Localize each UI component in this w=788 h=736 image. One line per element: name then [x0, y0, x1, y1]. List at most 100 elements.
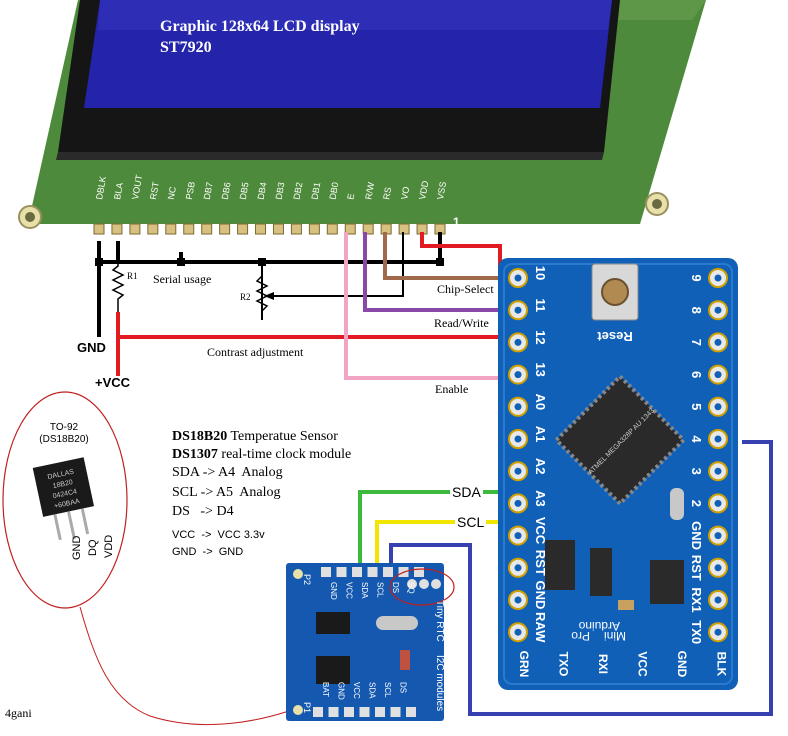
rtc-top-pin — [321, 567, 331, 577]
lcd-pin — [219, 223, 231, 235]
arduino-left-pin-label: 11 — [533, 298, 548, 312]
rtc-bottom-pin-label: BAT — [321, 682, 330, 697]
contrast-adjustment-label: Contrast adjustment — [207, 345, 304, 359]
arduino-left-pin-label: GND — [533, 581, 548, 610]
notes-line-1: DS18B20 Temperatue Sensor — [172, 429, 338, 445]
lcd-pin — [344, 223, 356, 235]
rtc-top-pin-label: SDA — [360, 582, 369, 599]
rtc-top-pin — [336, 567, 347, 577]
lcd-pin-label: DB0 — [327, 181, 340, 200]
lcd-pin — [255, 223, 267, 235]
lcd-pin — [272, 223, 284, 235]
lcd-pin-label: VDD — [417, 179, 430, 200]
arduino-bottom-pin-label: RXI — [596, 654, 610, 674]
wire-read-write — [363, 232, 512, 312]
notes-rtc-desc: real-time clock module — [217, 447, 352, 462]
sensor-pin-dq: DQ — [87, 539, 99, 556]
enable-label: Enable — [435, 382, 469, 396]
lcd-pin — [290, 223, 302, 235]
lcd-pin — [398, 223, 410, 235]
lcd-pin — [201, 223, 213, 235]
rtc-bottom-pin-label: SCL — [383, 682, 392, 698]
lcd-pin-label: DB7 — [202, 181, 215, 200]
lcd-pin — [183, 223, 195, 235]
arduino-right-pin-label: 9 — [689, 274, 704, 281]
lcd-pin — [147, 223, 159, 235]
lcd-pin-label: RS — [381, 186, 393, 200]
lcd-pin-label: DB6 — [220, 181, 233, 200]
arduino-bottom-pin-label: GND — [675, 651, 689, 678]
wires — [97, 232, 773, 716]
lcd-pin-20-label: 20 — [72, 222, 86, 236]
lcd-title: Graphic 128x64 LCD display — [160, 18, 360, 35]
lcd-pin — [326, 223, 338, 235]
rtc-bottom-pin — [313, 707, 323, 717]
lcd-pin-label: DB2 — [292, 181, 305, 200]
potentiometer-r2 — [255, 270, 274, 320]
rtc-bottom-pin — [344, 707, 354, 717]
arduino-left-pin-label: A2 — [533, 458, 548, 475]
lcd-pin-label: VSS — [435, 181, 448, 200]
arduino-left-pin-label: A0 — [533, 393, 548, 410]
rtc-top-pin-label: SQ — [407, 582, 416, 594]
lcd-pin — [111, 223, 123, 235]
wire-chip-select — [383, 232, 512, 280]
chip-select-label: Chip-Select — [437, 282, 494, 296]
arduino-bottom-pin-label: GRN — [517, 651, 531, 678]
r1-label: R1 — [127, 271, 138, 281]
arduino-left-pin-label: A3 — [533, 490, 548, 507]
wire-vcc — [116, 232, 502, 376]
junction-dots — [95, 258, 444, 266]
rtc-bottom-pins — [313, 707, 416, 717]
lcd-pin-label: PSB — [184, 181, 197, 200]
rtc-top-pin-label: VCC — [345, 582, 354, 599]
reset-label: Reset — [597, 329, 633, 344]
lcd-pin-label: NC — [166, 185, 178, 200]
lcd-pin-label: DB4 — [256, 181, 269, 200]
arduino-left-pin-label: 10 — [533, 266, 548, 280]
scl-wire-label: SCL — [455, 514, 487, 530]
arduino-left-pin-label: 12 — [533, 330, 548, 344]
gnd-label: GND — [77, 340, 106, 355]
rtc-top-pin-label: DS — [391, 582, 400, 593]
arduino-right-pin-label: 5 — [689, 403, 704, 410]
wire-enable — [344, 232, 512, 380]
lcd-subtitle: ST7920 — [160, 39, 212, 56]
sensor-part: (DS18B20) — [39, 434, 88, 445]
lcd-pin-label: DBLK — [94, 175, 108, 200]
notes-sensor-desc: Temperatue Sensor — [227, 429, 338, 444]
lcd-pin — [129, 223, 141, 235]
arduino-bottom-pin-label: VCC — [636, 651, 650, 677]
rtc-top-pin-label: SCL — [376, 582, 385, 598]
rtc-top-pin — [352, 567, 362, 577]
rtc-top-pin-labels: GND VCC SDA SCL DS SQ — [329, 582, 416, 600]
board-name-pro: Pro — [571, 629, 590, 643]
r2-label: R2 — [240, 292, 251, 302]
arduino-right-pin-label: RST — [689, 555, 704, 581]
lcd-pin-label: DB1 — [309, 181, 322, 200]
rtc-bottom-pin — [375, 707, 385, 717]
rtc-top-pin-label: GND — [329, 582, 338, 600]
sensor-leader-line — [79, 606, 319, 726]
rtc-top-pin — [414, 567, 424, 577]
wire-sda — [358, 490, 512, 575]
notes-line-7: GND -> GND — [172, 546, 244, 558]
rtc-highlight-circle — [389, 568, 455, 606]
arduino-left-pin-label: 13 — [533, 362, 548, 376]
wire-ds — [389, 440, 773, 716]
rtc-bottom-pin-label: GND — [337, 682, 346, 700]
arduino-right-pin-label: 7 — [689, 339, 704, 346]
sda-wire-label: SDA — [450, 484, 483, 500]
lcd-pin-label: VO — [399, 186, 411, 201]
lcd-pin-label: RST — [148, 180, 161, 200]
resistor-r1 — [111, 262, 125, 312]
credit-label: 4gani — [5, 706, 32, 720]
sensor-pin-vdd: VDD — [103, 535, 115, 558]
arduino-left-pin-label: RST — [533, 550, 548, 576]
sensor-pin-gnd: GND — [71, 536, 83, 561]
rtc-bottom-pin — [390, 707, 401, 717]
